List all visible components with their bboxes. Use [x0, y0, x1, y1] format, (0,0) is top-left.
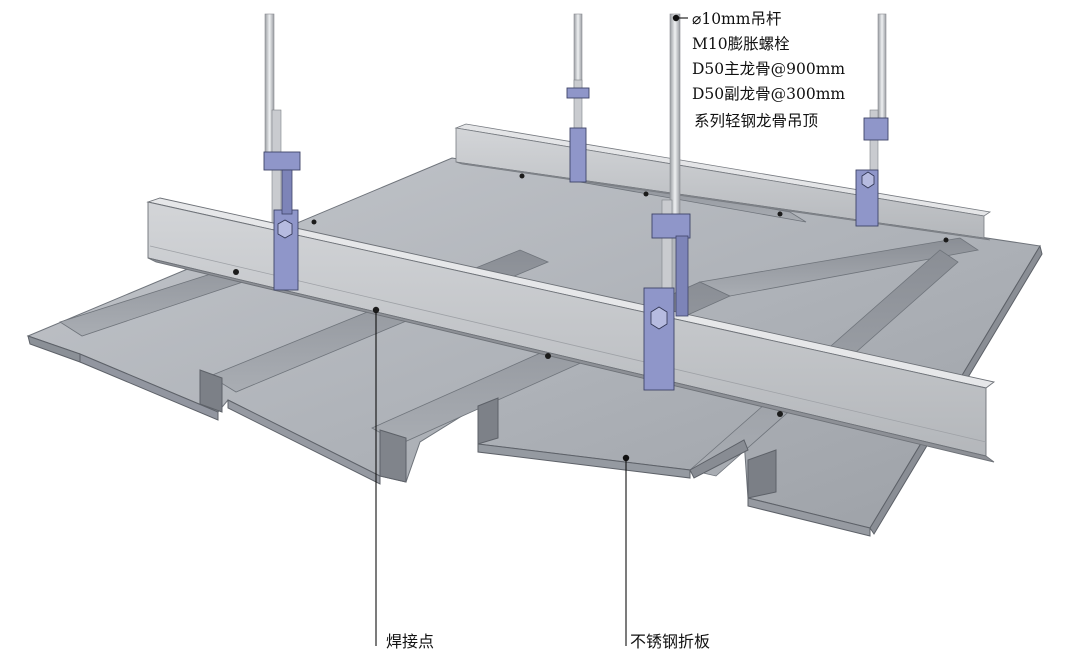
rear-clips [566, 87, 889, 227]
weld-dot [519, 173, 525, 179]
clip-bracket-side [281, 169, 293, 215]
fold [747, 497, 871, 537]
leader-dot-top [672, 14, 680, 22]
spec-line-bolt: M10膨胀螺栓 [692, 35, 790, 53]
fold [477, 397, 499, 445]
fold [79, 353, 219, 421]
fold [379, 429, 407, 483]
front-channel-lip [147, 257, 995, 463]
clip-bracket [566, 87, 590, 99]
spec-line-system: 系列轻钢龙骨吊顶 [694, 112, 818, 130]
front-clips [263, 151, 691, 391]
spec-line-main-keel: D50主龙骨@900mm [692, 60, 845, 78]
weld-dot [777, 411, 783, 417]
clip-bracket [863, 117, 889, 141]
fold [747, 449, 777, 499]
weld-dot [233, 269, 239, 275]
spec-line-sub-keel: D50副龙骨@300mm [692, 85, 845, 103]
hanger-rod [669, 13, 681, 225]
weld-dot [311, 219, 317, 225]
weld-dot [643, 191, 649, 197]
front-main-channel [146, 197, 996, 463]
fold [199, 369, 223, 413]
fold [689, 439, 749, 479]
bolt-head [277, 219, 293, 239]
clip-bracket [263, 151, 301, 171]
clip-bracket-side [675, 235, 689, 317]
groove [698, 237, 980, 297]
fold [477, 443, 691, 479]
hanger-clip [643, 287, 675, 391]
weld-dot [777, 211, 783, 217]
leader-dot-panel [622, 454, 630, 462]
fold [227, 399, 381, 485]
weld-points [233, 173, 949, 417]
weld-dot [943, 237, 949, 243]
bolt-head [861, 171, 875, 189]
weld-dot [372, 306, 380, 314]
weld-point-label: 焊接点 [386, 632, 434, 651]
bolt-head [650, 306, 668, 330]
weld-dot [545, 353, 551, 359]
hanger-clip [569, 127, 587, 183]
clip-bracket [651, 213, 691, 239]
hanger-rod [877, 13, 887, 125]
panel-label: 不锈钢折板 [630, 632, 710, 651]
spec-line-rod: ⌀10mm吊杆 [692, 10, 781, 28]
top-spec-callout: ⌀10mm吊杆 M10膨胀螺栓 D50主龙骨@900mm D50副龙骨@300m… [692, 10, 845, 130]
